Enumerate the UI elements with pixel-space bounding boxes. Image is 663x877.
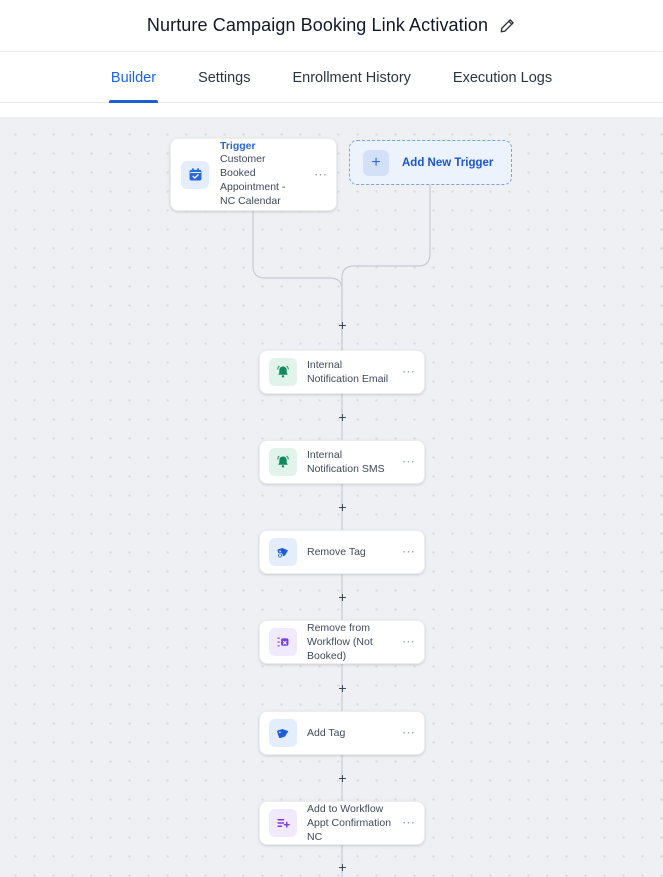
insert-step-button[interactable]: + xyxy=(338,408,347,425)
workflow-canvas[interactable]: Trigger Customer Booked Appointment - NC… xyxy=(0,117,663,877)
action-node-remove-tag[interactable]: Remove Tag ⋯ xyxy=(259,530,425,574)
trigger-name: Customer Booked Appointment - NC Calenda… xyxy=(220,153,286,207)
insert-step-button[interactable]: + xyxy=(338,588,347,605)
edit-title-pencil-icon[interactable] xyxy=(498,17,516,35)
node-menu-button[interactable]: ⋯ xyxy=(402,815,416,830)
calendar-check-icon xyxy=(181,160,209,189)
add-new-trigger-label: Add New Trigger xyxy=(402,156,494,169)
insert-step-button[interactable]: + xyxy=(338,316,347,333)
node-label: Remove from Workflow (Not Booked) xyxy=(307,621,373,663)
plus-icon: + xyxy=(363,149,389,176)
tag-remove-icon xyxy=(269,538,297,566)
workflow-add-icon xyxy=(269,809,297,837)
tab-bar: Builder Settings Enrollment History Exec… xyxy=(0,53,663,103)
node-menu-button[interactable]: ⋯ xyxy=(402,544,416,559)
insert-step-button[interactable]: + xyxy=(338,679,347,696)
node-menu-button[interactable]: ⋯ xyxy=(402,454,416,470)
workflow-remove-icon xyxy=(269,628,297,656)
bell-icon xyxy=(269,448,297,477)
action-node-internal-notification-sms[interactable]: Internal Notification SMS ⋯ xyxy=(259,440,425,485)
trigger-menu-button[interactable]: ⋯ xyxy=(314,166,328,182)
insert-step-button[interactable]: + xyxy=(338,769,347,786)
trigger-text: Trigger Customer Booked Appointment - NC… xyxy=(220,140,303,208)
tab-builder[interactable]: Builder xyxy=(108,53,159,103)
tab-settings[interactable]: Settings xyxy=(198,69,251,86)
add-new-trigger-button[interactable]: + Add New Trigger xyxy=(349,140,512,185)
node-menu-button[interactable]: ⋯ xyxy=(402,634,416,649)
title-bar: Nurture Campaign Booking Link Activation xyxy=(0,0,663,52)
tab-enrollment-history[interactable]: Enrollment History xyxy=(292,69,411,86)
trigger-node[interactable]: Trigger Customer Booked Appointment - NC… xyxy=(170,138,337,211)
page-title: Nurture Campaign Booking Link Activation xyxy=(146,15,489,35)
node-label: Internal Notification Email xyxy=(307,359,389,386)
node-menu-button[interactable]: ⋯ xyxy=(402,725,416,740)
insert-step-button[interactable]: + xyxy=(338,498,347,515)
node-label: Add Tag xyxy=(307,726,346,739)
action-node-add-to-workflow[interactable]: Add to Workflow Appt Confirmation NC ⋯ xyxy=(259,801,425,845)
node-label: Remove Tag xyxy=(307,545,366,558)
action-node-remove-from-workflow[interactable]: Remove from Workflow (Not Booked) ⋯ xyxy=(259,620,425,664)
connector-lines xyxy=(252,185,431,877)
bell-icon xyxy=(269,358,297,387)
node-menu-button[interactable]: ⋯ xyxy=(402,364,416,380)
node-label: Add to Workflow Appt Confirmation NC xyxy=(307,802,392,844)
action-node-add-tag[interactable]: Add Tag ⋯ xyxy=(259,711,425,755)
trigger-badge: Trigger xyxy=(220,140,256,153)
node-label: Internal Notification SMS xyxy=(307,449,385,476)
tab-execution-logs[interactable]: Execution Logs xyxy=(452,69,553,86)
action-node-internal-notification-email[interactable]: Internal Notification Email ⋯ xyxy=(259,350,425,395)
insert-step-button[interactable]: + xyxy=(338,858,347,875)
tag-icon xyxy=(269,719,297,747)
